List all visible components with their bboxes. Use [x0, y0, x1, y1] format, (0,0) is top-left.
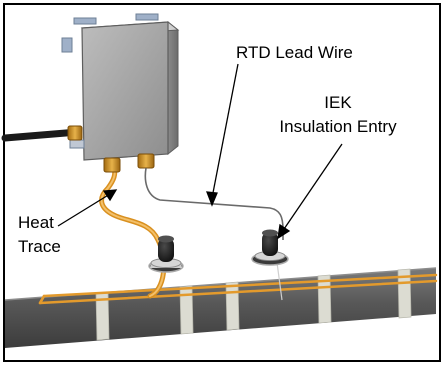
rtd-arrowhead [206, 191, 218, 207]
heat-label: Heat [18, 213, 54, 232]
insulation-band [179, 285, 194, 335]
rtd-callout-line [211, 63, 239, 199]
iek-label: IEK [324, 93, 352, 112]
iek-insulation-entry-label: Insulation Entry [279, 117, 397, 136]
heat-arrowhead [102, 189, 118, 202]
heat-callout-line [57, 193, 111, 227]
insulation-entry-kit-icon [251, 229, 289, 266]
insulation-entry-kit-icon [148, 235, 184, 273]
trace-label: Trace [18, 237, 61, 256]
insulation-band [397, 268, 412, 319]
callout-arrows [57, 63, 343, 240]
rtd-lead-wire-label: RTD Lead Wire [236, 43, 353, 62]
iek-arrowhead [277, 223, 291, 240]
insulation-band [225, 281, 240, 331]
rtd-lead-wire [144, 167, 284, 240]
iek-callout-line [281, 143, 343, 233]
junction-box-icon [61, 13, 180, 173]
